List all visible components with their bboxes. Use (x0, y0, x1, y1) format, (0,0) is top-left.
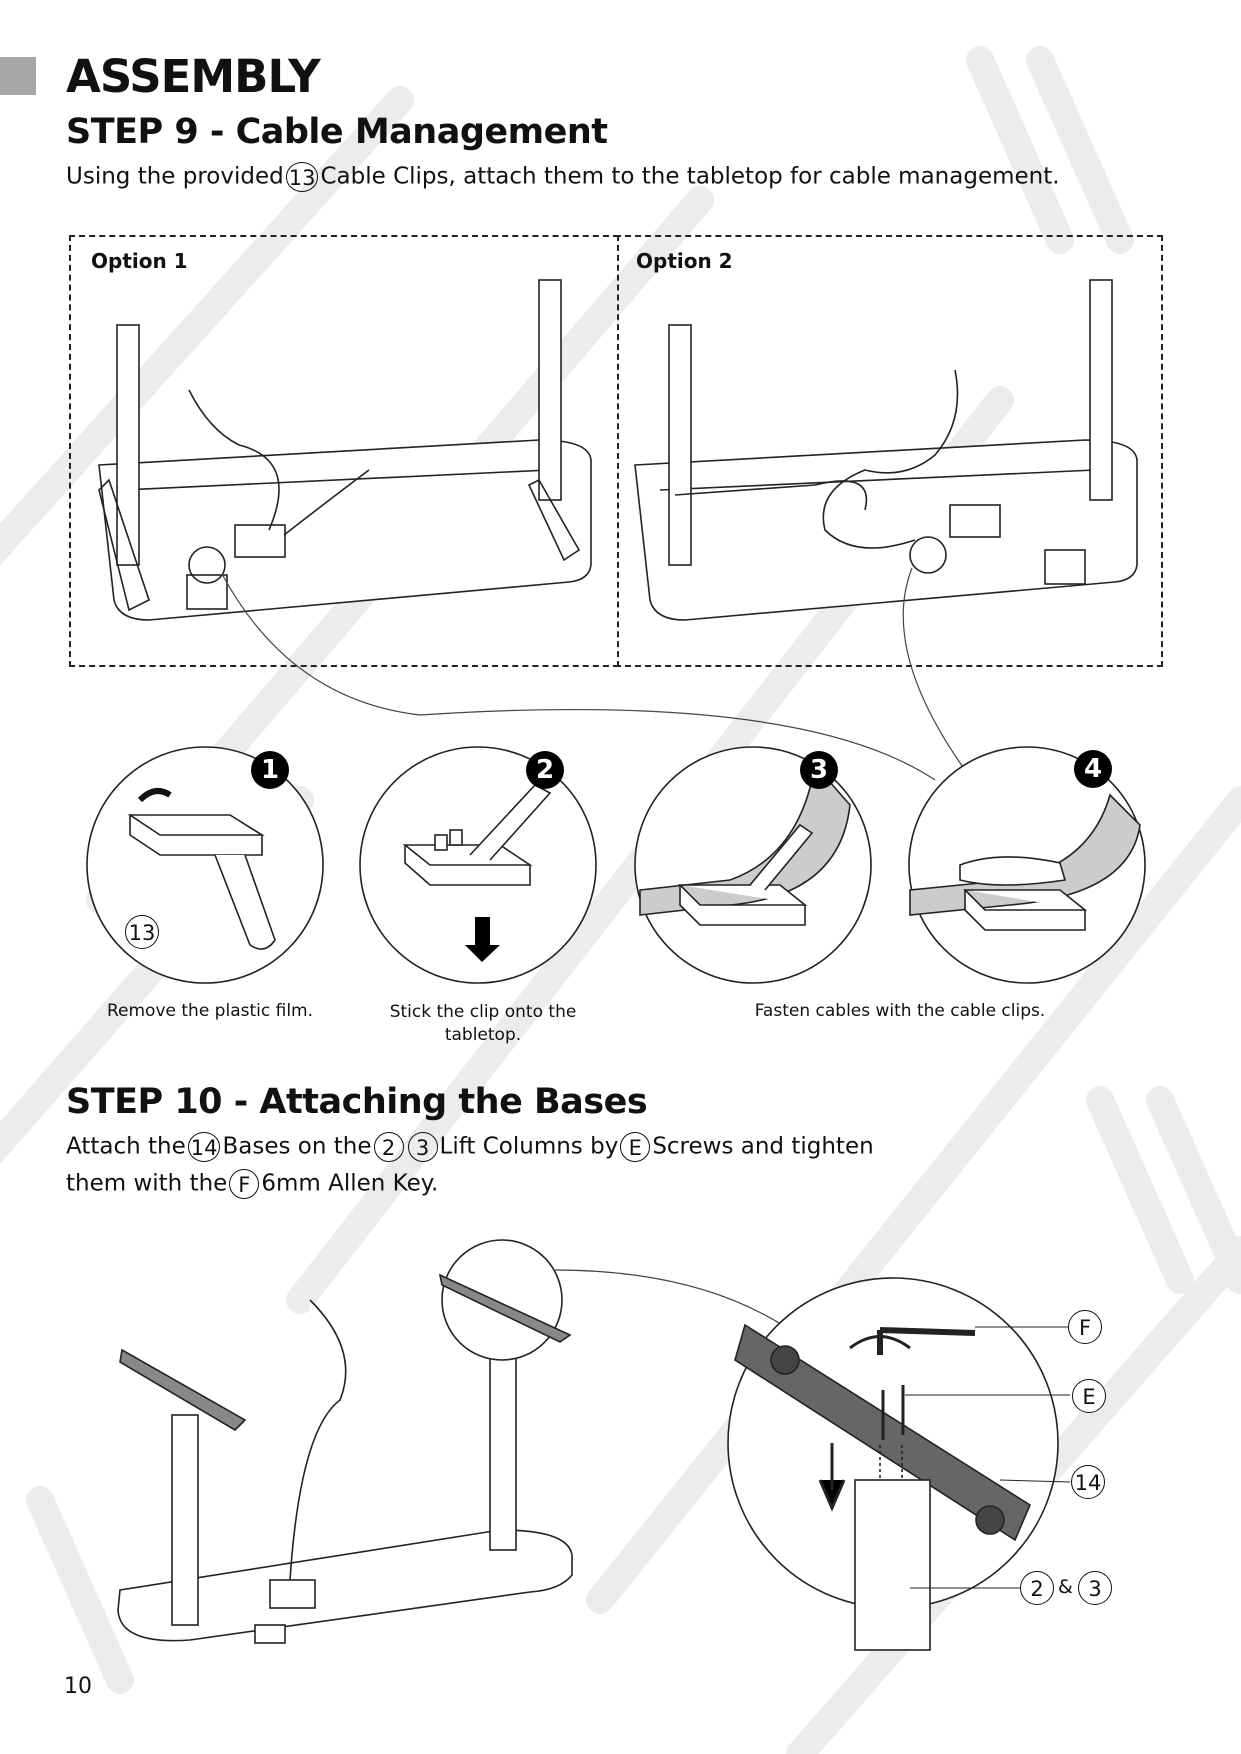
option-1-panel: Option 1 (69, 235, 619, 667)
text: Screws and tighten (652, 1133, 874, 1160)
part-ref-13: 13 (285, 162, 319, 192)
callout-3: 3 (1078, 1571, 1112, 1605)
callout-E: E (1072, 1379, 1106, 1413)
step-detail-circles (86, 746, 1146, 984)
text: Cable Clips, attach them to the tabletop… (320, 163, 1060, 190)
part-ref-14: 14 (187, 1132, 221, 1162)
step9-title: STEP 9 - Cable Management (66, 112, 608, 152)
page-number: 10 (64, 1674, 92, 1699)
option-2-panel: Option 2 (615, 235, 1163, 667)
step-badge-4: 4 (1074, 750, 1112, 788)
part-ref-3: 3 (407, 1132, 438, 1162)
caption-step-1: Remove the plastic film. (106, 1001, 314, 1021)
part-ref-2: 2 (373, 1132, 404, 1162)
option-2-label: Option 2 (636, 249, 733, 273)
part-ref-E: E (620, 1132, 651, 1162)
text: Attach the (66, 1133, 186, 1160)
section-marker (0, 57, 36, 95)
text: Bases on the (222, 1133, 372, 1160)
callout-14: 14 (1071, 1465, 1105, 1499)
text: 6mm Allen Key. (261, 1170, 439, 1197)
ampersand: & (1058, 1576, 1073, 1598)
base-assembly-illustration (117, 1239, 1071, 1651)
desk-option-2-illustration (634, 279, 1138, 621)
part-ref-F: F (229, 1169, 260, 1199)
step-badge-2: 2 (526, 751, 564, 789)
step-badge-1: 1 (251, 751, 289, 789)
step-badge-3: 3 (800, 751, 838, 789)
text: Using the provided (66, 163, 284, 190)
text: them with the (66, 1170, 228, 1197)
section-title: ASSEMBLY (66, 50, 321, 103)
callout-F: F (1068, 1310, 1102, 1344)
caption-step-2: Stick the clip onto the tabletop. (389, 1002, 577, 1045)
callout-2: 2 (1020, 1571, 1054, 1605)
step10-title: STEP 10 - Attaching the Bases (66, 1082, 648, 1122)
caption-steps-3-4: Fasten cables with the cable clips. (754, 1001, 1046, 1021)
text: Lift Columns by (439, 1133, 619, 1160)
callout-13: 13 (125, 915, 159, 949)
option-1-label: Option 1 (91, 249, 188, 273)
arrow-icons (465, 917, 500, 962)
